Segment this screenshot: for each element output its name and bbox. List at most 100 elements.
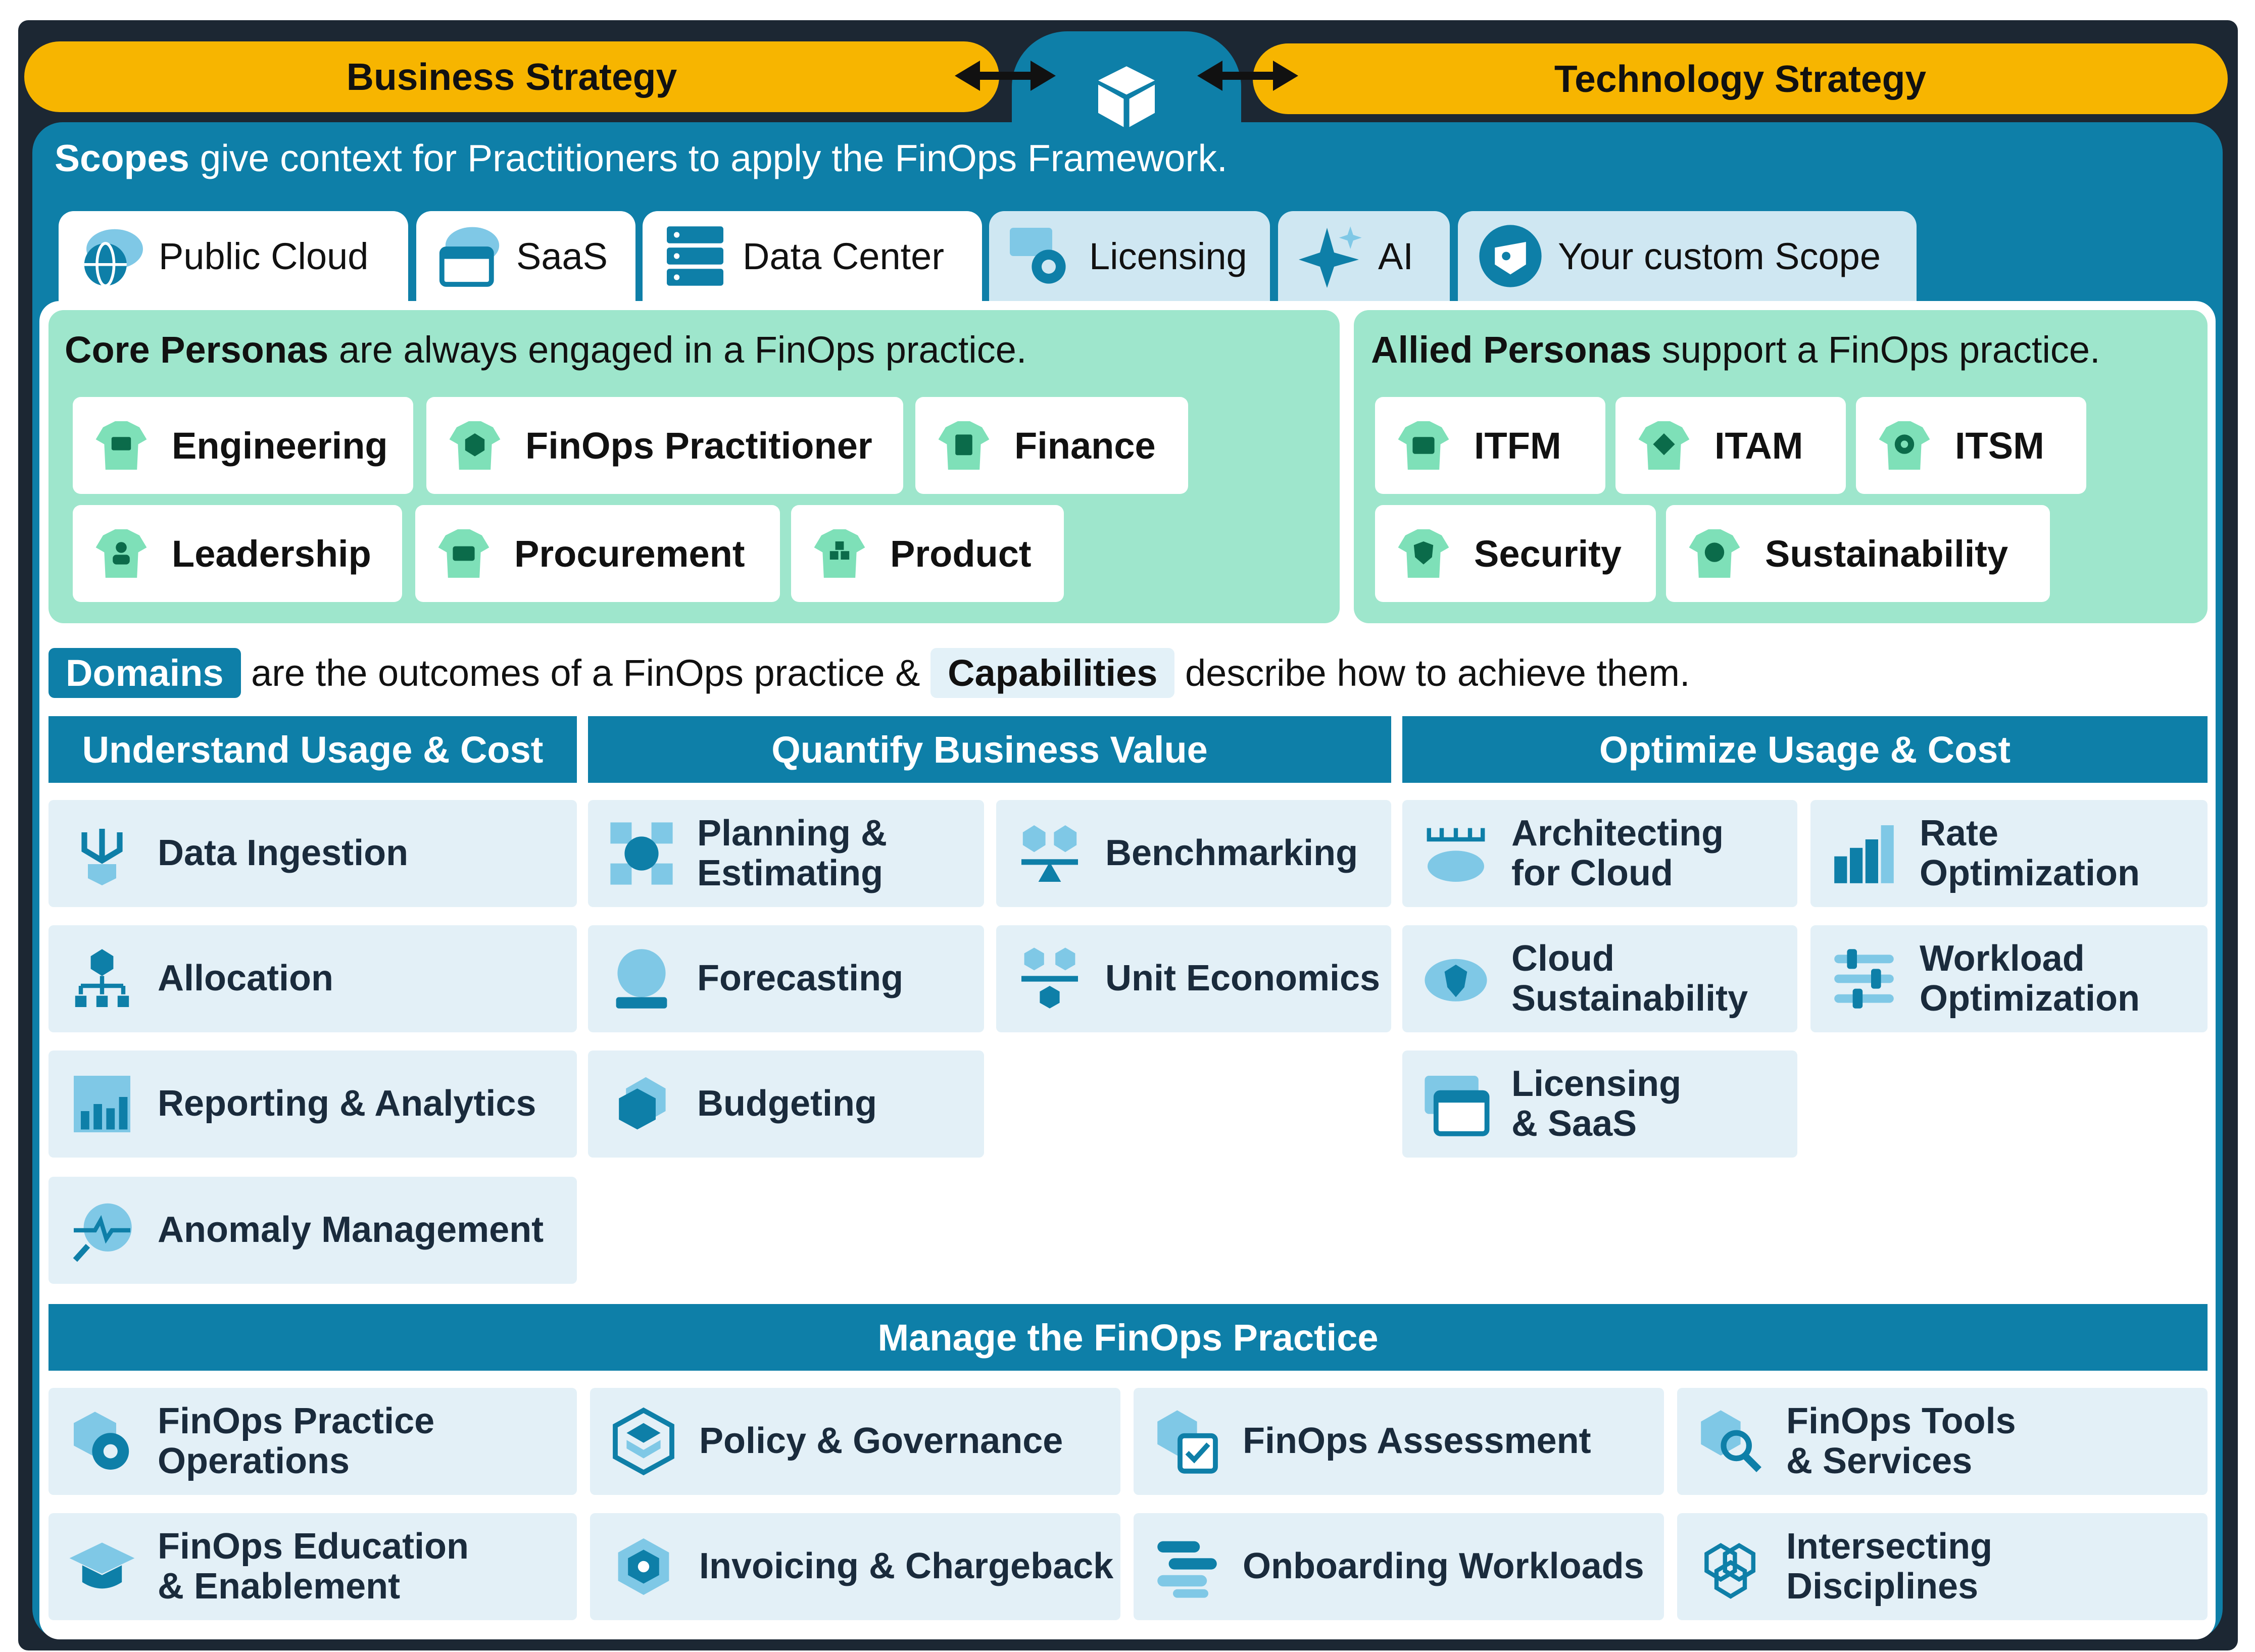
persona-engineering: Engineering: [73, 397, 413, 494]
capability-anomaly-management: Anomaly Management: [48, 1177, 577, 1284]
unit-economics-icon: [1021, 947, 1078, 1009]
capability-intersecting-disciplines: Intersecting Disciplines: [1677, 1513, 2208, 1620]
engineering-shirt-icon: [95, 421, 147, 470]
capability-label: Allocation: [158, 958, 334, 999]
capability-label: Planning & Estimating: [697, 813, 887, 893]
rate-optimization-bars-icon: [1834, 825, 1894, 883]
capability-label: Forecasting: [697, 958, 904, 999]
domain-title: Quantify Business Value: [771, 728, 1208, 771]
tab-public-cloud[interactable]: Public Cloud: [59, 211, 408, 301]
finance-shirt-icon: [938, 421, 990, 470]
allied-personas-text: support a FinOps practice.: [1661, 329, 2100, 371]
intersecting-hexagons-icon: [1704, 1543, 1755, 1599]
tab-custom-scope[interactable]: Your custom Scope: [1458, 211, 1917, 301]
core-personas-title: Core Personas are always engaged in a Fi…: [65, 328, 1026, 371]
business-strategy-pill: Business Strategy: [24, 41, 999, 112]
persona-label: FinOps Practitioner: [525, 424, 872, 467]
persona-label: Security: [1474, 532, 1622, 575]
capability-finops-assessment: FinOps Assessment: [1134, 1388, 1664, 1495]
capability-licensing-saas: Licensing & SaaS: [1402, 1050, 1797, 1158]
persona-label: Product: [890, 532, 1032, 575]
invoicing-hexagon-icon: [618, 1538, 669, 1595]
tab-label: Your custom Scope: [1558, 235, 1881, 277]
capability-label: Architecting for Cloud: [1511, 813, 1724, 893]
capability-label: Rate Optimization: [1920, 813, 2140, 893]
itsm-shirt-icon: [1879, 421, 1930, 470]
tools-magnifier-icon: [1701, 1410, 1761, 1472]
scopes-intro-text: give context for Practitioners to apply …: [200, 137, 1228, 179]
tab-data-center[interactable]: Data Center: [643, 211, 982, 301]
persona-label: Sustainability: [1765, 532, 2008, 575]
capability-cloud-sustainability: Cloud Sustainability: [1402, 925, 1797, 1032]
capability-planning-estimating: Planning & Estimating: [588, 800, 984, 907]
capability-label: FinOps Education & Enablement: [158, 1526, 469, 1607]
capability-label: Workload Optimization: [1920, 938, 2140, 1019]
benchmarking-scale-icon: [1021, 825, 1078, 882]
capability-label: Intersecting Disciplines: [1786, 1526, 1993, 1607]
double-arrow-left-icon: [955, 61, 1056, 91]
capability-label: Licensing & SaaS: [1511, 1063, 1682, 1144]
server-rack-icon: [667, 226, 723, 286]
domains-middle: are the outcomes of a FinOps practice &: [251, 652, 920, 694]
persona-security: Security: [1375, 505, 1656, 602]
cloud-sustainability-icon: [1425, 959, 1487, 1002]
leadership-shirt-icon: [95, 529, 147, 578]
tab-label: Public Cloud: [159, 235, 369, 277]
itam-shirt-icon: [1638, 421, 1690, 470]
custom-scope-icon: [1479, 225, 1542, 287]
persona-label: Finance: [1014, 424, 1156, 467]
persona-label: Leadership: [172, 532, 371, 575]
capability-label: Policy & Governance: [699, 1421, 1063, 1462]
allocation-hierarchy-icon: [75, 949, 129, 1007]
capability-label: Cloud Sustainability: [1511, 938, 1748, 1019]
capability-label: Budgeting: [697, 1083, 877, 1124]
persona-finance: Finance: [915, 397, 1188, 494]
persona-procurement: Procurement: [415, 505, 780, 602]
capability-label: Onboarding Workloads: [1243, 1546, 1644, 1587]
cube-icon: [1098, 66, 1155, 127]
capability-architecting-for-cloud: Architecting for Cloud: [1402, 800, 1797, 907]
technology-strategy-label: Technology Strategy: [1554, 58, 1927, 100]
domain-title: Understand Usage & Cost: [82, 728, 544, 771]
persona-itsm: ITSM: [1856, 397, 2086, 494]
security-shirt-icon: [1398, 529, 1449, 578]
domains-badge: Domains: [48, 648, 241, 698]
domain-quantify-header: Quantify Business Value: [588, 716, 1391, 783]
capability-label: Unit Economics: [1105, 958, 1381, 999]
planning-clock-icon: [610, 822, 673, 885]
persona-label: ITSM: [1955, 424, 2044, 467]
capability-workload-optimization: Workload Optimization: [1810, 925, 2208, 1032]
workload-sliders-icon: [1834, 949, 1894, 1009]
tab-licensing[interactable]: Licensing: [989, 211, 1270, 301]
itfm-shirt-icon: [1398, 421, 1449, 470]
capability-invoicing-chargeback: Invoicing & Chargeback: [590, 1513, 1120, 1620]
architecting-cloud-icon: [1427, 828, 1485, 882]
business-strategy-label: Business Strategy: [346, 56, 677, 98]
capability-finops-tools-services: FinOps Tools & Services: [1677, 1388, 2208, 1495]
procurement-shirt-icon: [438, 529, 489, 578]
license-gear-icon: [1010, 228, 1066, 284]
persona-label: ITFM: [1474, 424, 1561, 467]
persona-itam: ITAM: [1615, 397, 1846, 494]
reporting-chart-icon: [74, 1076, 130, 1132]
capability-policy-governance: Policy & Governance: [590, 1388, 1120, 1495]
product-shirt-icon: [814, 529, 865, 578]
capability-data-ingestion: Data Ingestion: [48, 800, 577, 907]
capability-label: FinOps Assessment: [1243, 1421, 1591, 1462]
budgeting-hexagon-icon: [619, 1077, 666, 1130]
technology-strategy-pill: Technology Strategy: [1253, 43, 2228, 114]
persona-label: Procurement: [514, 532, 745, 575]
tab-saas[interactable]: SaaS: [416, 211, 635, 301]
onboarding-layers-icon: [1157, 1541, 1217, 1598]
capability-label: FinOps Practice Operations: [158, 1400, 435, 1481]
licensing-saas-icon: [1425, 1076, 1490, 1136]
tab-label: Data Center: [743, 235, 944, 277]
capability-label: Data Ingestion: [158, 833, 409, 874]
capability-label: Benchmarking: [1105, 833, 1358, 874]
capability-unit-economics: Unit Economics: [996, 925, 1391, 1032]
capability-label: Invoicing & Chargeback: [699, 1546, 1114, 1587]
scopes-intro-bold: Scopes: [55, 137, 189, 179]
persona-label: Engineering: [172, 424, 388, 467]
tab-ai[interactable]: AI: [1278, 211, 1450, 301]
saas-window-icon: [439, 227, 500, 287]
